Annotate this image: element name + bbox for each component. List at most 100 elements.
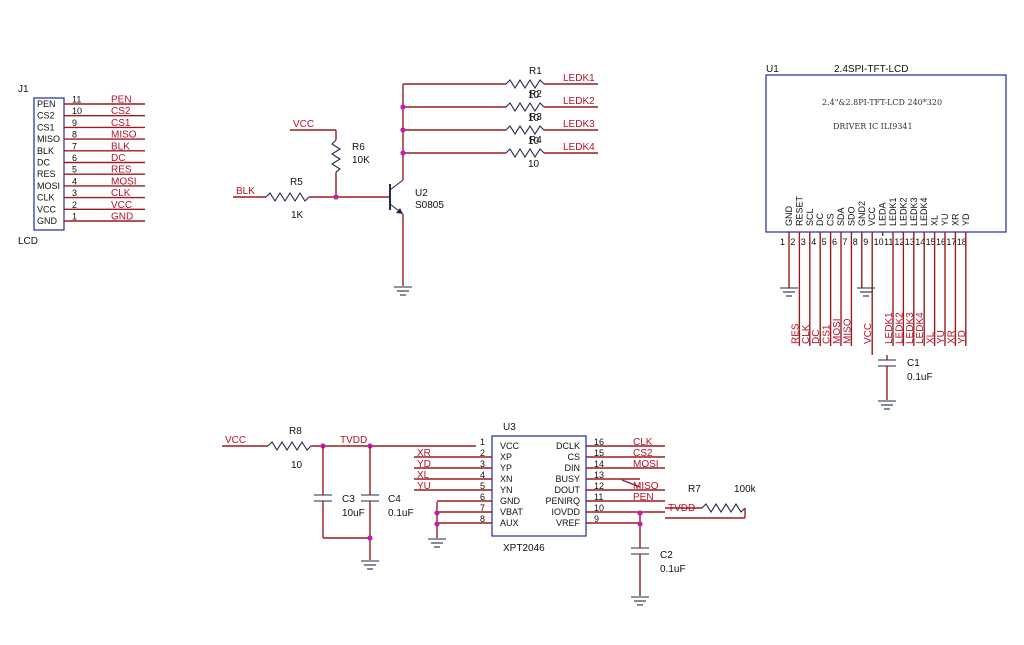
j1-ref: J1 [18, 84, 29, 95]
u1-pin-number: 18 [957, 237, 967, 247]
u1-title: 2.4SPI-TFT-LCD [834, 64, 908, 75]
u3-left-pin-net: XL [417, 470, 430, 481]
r5-ref: R5 [290, 177, 303, 188]
u1-pin-net: MOSI [832, 318, 843, 344]
j1-pin-number: 9 [72, 118, 77, 128]
u1-pin-number: 5 [822, 237, 827, 247]
u1-pin-name: XL [930, 215, 940, 226]
u3-right-pin-name: DOUT [555, 485, 581, 495]
u3-left-pin-number: 3 [480, 459, 485, 469]
u1-pin-net: LEDK1 [884, 312, 895, 344]
u1-pin-name: SCL [805, 208, 815, 226]
j1-pin-label: CS1 [37, 122, 55, 132]
u3-right-pin-number: 13 [594, 470, 604, 480]
led-junction [400, 104, 406, 110]
u1-pin-net: LEDK2 [894, 312, 905, 344]
led-net-label: LEDK2 [563, 96, 595, 107]
u1-pin-number: 4 [811, 237, 816, 247]
u1-pin-name: LEDA [878, 202, 888, 226]
led-junction [400, 127, 406, 133]
c3-value: 10uF [342, 508, 365, 519]
u3-left-pin-number: 6 [480, 492, 485, 502]
j1-pin-net: CLK [111, 188, 131, 199]
u3-right-pin-net: CLK [633, 437, 653, 448]
j1-pin-net: GND [111, 212, 133, 223]
junction-iovdd [637, 510, 643, 516]
u3-right-pin-name: IOVDD [551, 507, 580, 517]
ground-symbol-u2 [394, 286, 412, 296]
r7-ref: R7 [688, 484, 701, 495]
j1-pin-label: RES [37, 169, 56, 179]
j1-pin-net: BLK [111, 141, 130, 152]
u1-pin-name: LEDK4 [919, 197, 929, 226]
u3-right-pin-number: 14 [594, 459, 604, 469]
led-resistor-value: 10 [528, 113, 540, 124]
j1-pin-label: CS2 [37, 111, 55, 121]
u1-pin-number: 6 [832, 237, 837, 247]
junction-aux [434, 521, 440, 527]
ground-symbol-u3 [428, 538, 446, 548]
u1-pin-number: 16 [936, 237, 946, 247]
ground-symbol-u1-pin8 [857, 287, 875, 297]
u3-busy-noconnect [621, 479, 641, 488]
u1-pin-number: 17 [946, 237, 956, 247]
u3-right-pin-number: 9 [594, 514, 599, 524]
j1-pin-net: VCC [111, 200, 132, 211]
u3-left-pin-number: 8 [480, 514, 485, 524]
led-net-label: LEDK1 [563, 73, 595, 84]
u1-pin-net: LEDK4 [915, 312, 926, 344]
u3-right-pin-name: DIN [565, 463, 581, 473]
r8-ref: R8 [289, 426, 302, 437]
u3-left-pin-number: 7 [480, 503, 485, 513]
u3-left-pin-name: YN [500, 485, 513, 495]
u3-left-pin-name: YP [500, 463, 512, 473]
u1-pin-name: YU [940, 213, 950, 226]
u1-pin-net: XL [926, 331, 937, 344]
u1-pin-number: 1 [780, 237, 785, 247]
net-label-blk: BLK [236, 186, 255, 197]
j1-pin-net: MISO [111, 130, 137, 141]
u1-pin-list: GND1RESET2RESSCL3CLKDC4DCCS5CS1SDA6MOSIS… [780, 195, 971, 355]
c1-value: 0.1uF [907, 372, 933, 383]
j1-pin-label: DC [37, 158, 50, 168]
r6-value: 10K [352, 155, 370, 166]
u1-pin-net: VCC [863, 323, 874, 344]
u3-body [491, 435, 587, 537]
u3-right-pin-name: PENIRQ [545, 496, 580, 506]
u3-ref: U3 [503, 422, 516, 433]
u1-pin-name: LEDK2 [898, 197, 908, 226]
u1-pin-net: MISO [842, 318, 853, 344]
u3-left-pin-number: 4 [480, 470, 485, 480]
j1-pin-number: 8 [72, 130, 77, 140]
u1-pin-number: 11 [884, 237, 893, 247]
u1-pin-number: 12 [894, 237, 904, 247]
j1-pin-number: 11 [72, 95, 81, 105]
u1-pin-net: LEDK3 [905, 312, 916, 344]
r6-ref: R6 [352, 142, 365, 153]
j1-pin-number: 4 [72, 176, 77, 186]
u1-pin-net: CLK [801, 324, 812, 344]
junction-vbat [434, 510, 440, 516]
u1-pin-net: YD [957, 330, 968, 344]
u1-pin-number: 14 [915, 237, 925, 247]
j1-pin-net: DC [111, 153, 125, 164]
led-resistor-value: 10 [528, 90, 540, 101]
u3-right-pin-net: MISO [633, 481, 659, 492]
u1-pin-number: 9 [863, 237, 868, 247]
u1-pin-number: 2 [790, 237, 795, 247]
j1-pin-label: VCC [37, 204, 57, 214]
u3-left-pin-name: AUX [500, 518, 519, 528]
u3-right-pin-number: 16 [594, 437, 604, 447]
u3-left-pin-name: XP [500, 452, 512, 462]
j1-pin-net: MOSI [111, 176, 137, 187]
j1-body [33, 97, 65, 231]
u1-pin-name: GND2 [857, 201, 867, 226]
u3-right-pin-name: CS [567, 452, 580, 462]
u3-right-pin-name: VREF [556, 518, 581, 528]
net-label-vcc: VCC [293, 119, 314, 130]
c2-ref: C2 [660, 550, 673, 561]
